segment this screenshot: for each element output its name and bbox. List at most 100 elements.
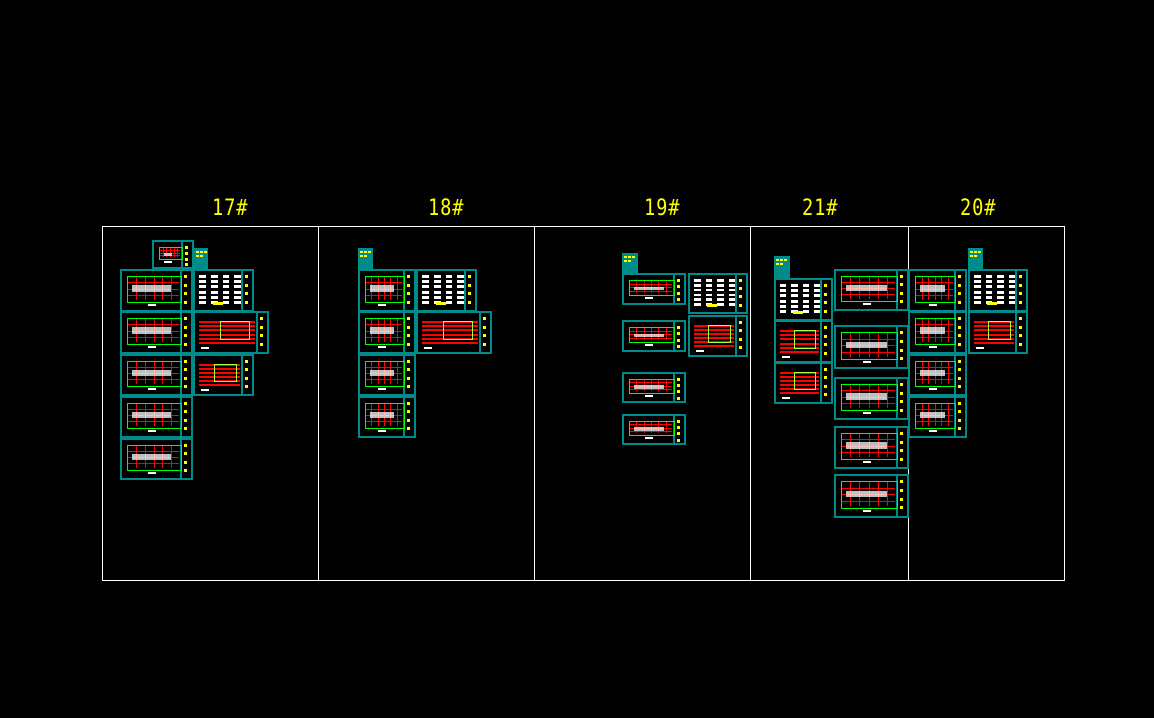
drawing-sheet-plan[interactable] (622, 320, 686, 352)
drawing-sheet-plan[interactable] (152, 240, 194, 269)
drawing-sheet-plan[interactable] (908, 311, 967, 354)
elevation-line (974, 341, 1014, 344)
title-block-mark (958, 360, 961, 363)
drawing-sheet-plan[interactable] (908, 396, 967, 438)
frame-divider (318, 226, 319, 581)
notes-text (780, 299, 787, 303)
drawing-sheet-plan[interactable] (622, 372, 686, 403)
elevation-line (199, 380, 240, 382)
drawing-sheet-elev[interactable] (688, 315, 748, 357)
plan-outline (127, 445, 182, 471)
plan-outline (365, 361, 405, 387)
drawing-sheet-plan[interactable] (834, 474, 909, 518)
drawing-sheet-plan[interactable] (120, 354, 193, 396)
drawing-sheet-plan[interactable] (908, 354, 967, 396)
title-block-mark (824, 393, 827, 397)
drawing-sheet-plan[interactable] (358, 354, 416, 396)
title-block-mark (483, 342, 486, 346)
room-block (920, 412, 945, 418)
drawing-sheet-elev[interactable] (416, 311, 492, 354)
notes-text (422, 285, 429, 289)
drawing-sheet-plan[interactable] (120, 311, 193, 354)
notes-text (433, 280, 441, 284)
drawing-sheet-plan[interactable] (834, 269, 909, 311)
elevation-line (199, 368, 240, 370)
notes-text (802, 284, 809, 288)
notes-text (694, 279, 701, 282)
title-block-mark (824, 343, 827, 347)
drawing-sheet-elev[interactable] (193, 311, 269, 354)
elevation-line (422, 321, 478, 323)
title-block-mark (407, 342, 410, 346)
title-block-mark (958, 427, 961, 431)
title-block-mark (468, 275, 471, 278)
notes-text (813, 294, 820, 298)
sheet-caption (378, 304, 386, 306)
grid-line (396, 404, 398, 426)
notes-text (1008, 285, 1015, 289)
drawing-sheet-plan[interactable] (834, 377, 909, 420)
drawing-sheet-plan[interactable] (834, 325, 909, 369)
plan-outline (915, 403, 956, 429)
room-block (634, 385, 664, 389)
plan-outline (365, 276, 405, 303)
notes-text (974, 285, 981, 289)
notes-text (445, 300, 453, 304)
title-block-mark (900, 449, 903, 453)
tab-mark (780, 263, 783, 265)
title-block-mark (407, 376, 410, 380)
title-block-mark (677, 390, 680, 394)
notes-text (694, 283, 701, 287)
title-block-mark (677, 338, 680, 342)
drawing-sheet-plan[interactable] (622, 273, 686, 305)
drawing-sheet-text[interactable] (968, 269, 1028, 312)
sheet-caption (696, 350, 704, 352)
notes-text (457, 280, 464, 284)
drawing-sheet-plan[interactable] (120, 396, 193, 438)
grid-line (886, 482, 888, 506)
drawing-sheet-elev[interactable] (774, 320, 833, 363)
notes-text (433, 275, 441, 279)
plan-outline (159, 247, 183, 260)
drawing-sheet-text[interactable] (688, 273, 748, 314)
elevation-line (780, 376, 819, 378)
elevation-line (780, 338, 819, 341)
notes-text (791, 289, 798, 293)
notes-text (445, 285, 453, 289)
title-block-mark (184, 334, 187, 338)
title-block-mark (739, 337, 742, 341)
drawing-sheet-plan[interactable] (358, 311, 416, 354)
drawing-sheet-text[interactable] (193, 269, 254, 312)
sheet-caption (645, 437, 653, 439)
drawing-sheet-plan[interactable] (120, 438, 193, 480)
drawing-sheet-plan[interactable] (358, 396, 416, 438)
title-block-mark (184, 360, 187, 363)
title-block-mark (407, 360, 410, 363)
drawing-sheet-elev[interactable] (193, 354, 254, 396)
drawing-sheet-plan[interactable] (358, 269, 416, 312)
notes-text (457, 295, 464, 299)
notes-text (717, 298, 724, 302)
notes-text (705, 293, 712, 297)
title-block-mark (900, 383, 903, 386)
title-block-mark (677, 378, 680, 381)
drawing-sheet-plan[interactable] (834, 426, 909, 469)
notes-text (457, 290, 464, 294)
notes-text (728, 288, 735, 292)
drawing-sheet-elev[interactable] (968, 311, 1028, 354)
drawing-sheet-plan[interactable] (120, 269, 193, 312)
drawing-sheet-elev[interactable] (774, 362, 833, 404)
notes-text (997, 290, 1004, 294)
drawing-sheet-plan[interactable] (622, 414, 686, 445)
notes-text (780, 304, 787, 308)
sheet-caption (645, 297, 653, 299)
title-block-mark (245, 376, 248, 380)
drawing-sheet-plan[interactable] (908, 269, 967, 312)
notes-text (445, 280, 453, 284)
drawing-sheet-text[interactable] (416, 269, 477, 312)
tab-mark (970, 251, 973, 253)
sheet-caption (147, 304, 156, 306)
title-block-mark (407, 300, 410, 304)
grid-line (665, 281, 667, 293)
drawing-sheet-text[interactable] (774, 278, 833, 321)
